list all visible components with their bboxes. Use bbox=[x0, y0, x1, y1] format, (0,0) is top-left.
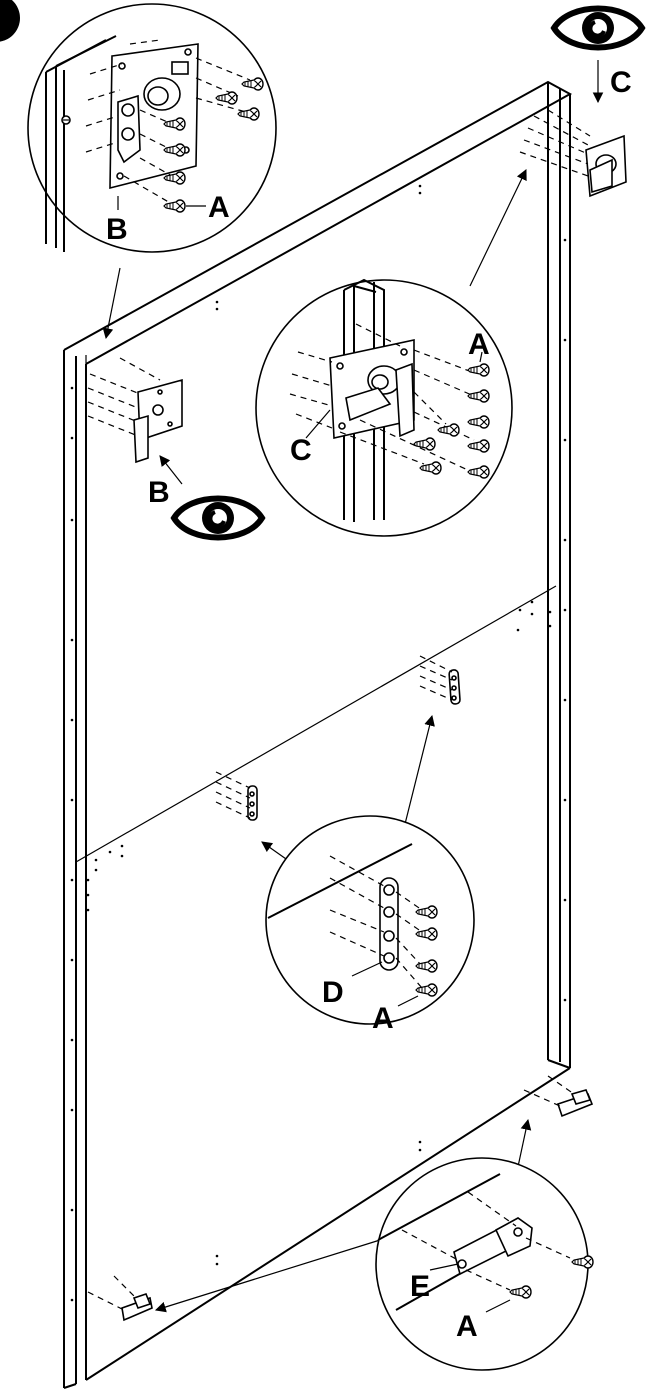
label-c-mid: C bbox=[290, 434, 312, 467]
main-panel bbox=[63, 80, 573, 1389]
detail-circle-hinge-c: A C bbox=[255, 278, 513, 537]
bracket-e-left bbox=[87, 1275, 153, 1322]
hinge-b-installed bbox=[87, 357, 183, 464]
connector-plate-lower bbox=[215, 771, 258, 821]
eye-icon-mid bbox=[174, 499, 262, 538]
label-a-lower: A bbox=[372, 1002, 394, 1035]
label-a-mid: A bbox=[468, 328, 490, 361]
bracket-e-right bbox=[523, 1075, 594, 1118]
connector-plate-upper bbox=[419, 655, 461, 705]
label-a-top: A bbox=[208, 191, 230, 224]
label-c-top: C bbox=[610, 66, 632, 99]
label-b-mid: B bbox=[148, 476, 170, 509]
label-b-top: B bbox=[106, 213, 128, 246]
step-number-badge bbox=[0, 0, 20, 42]
label-e: E bbox=[410, 1270, 430, 1303]
detail-circle-bracket-e: E A bbox=[375, 1157, 594, 1371]
hinge-c-installed bbox=[519, 109, 627, 198]
eye-icon bbox=[554, 9, 642, 48]
label-d: D bbox=[322, 976, 344, 1009]
label-a-bottom: A bbox=[456, 1310, 478, 1343]
detail-circle-plate-d: D A bbox=[265, 815, 475, 1035]
detail-circle-hinge-b: A B bbox=[27, 3, 277, 253]
